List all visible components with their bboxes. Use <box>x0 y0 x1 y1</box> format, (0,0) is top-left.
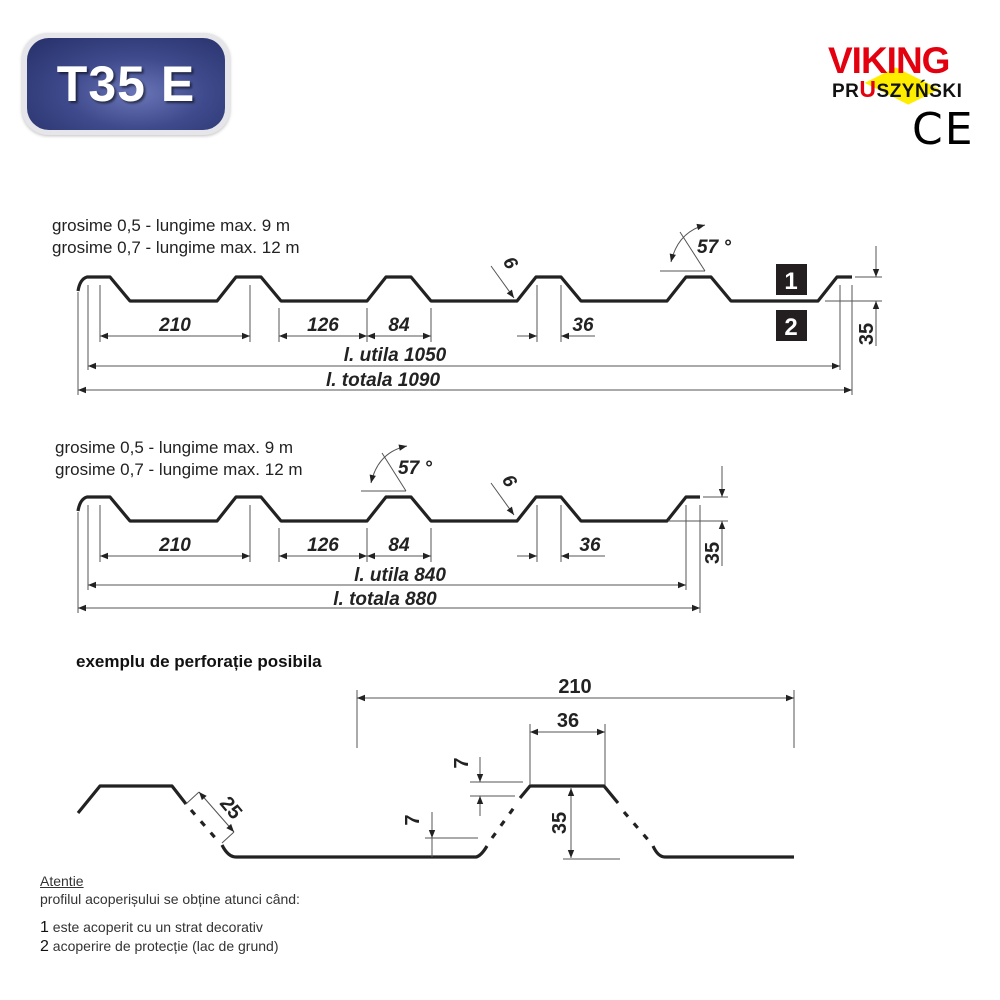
profile-2: grosime 0,5 - lungime max. 9 m grosime 0… <box>55 438 728 613</box>
note-item-text: acoperire de protecție (lac de grund) <box>52 938 279 954</box>
profile-1-info-1: grosime 0,5 - lungime max. 9 m <box>52 216 290 235</box>
dim-base: 84 <box>388 535 410 556</box>
dim-pitch: 210 <box>158 535 191 556</box>
dim-valley: 126 <box>307 315 339 336</box>
perf-dim-offset-top: 7 <box>451 757 473 768</box>
dim-base: 84 <box>388 315 410 336</box>
profile-2-info-2: grosime 0,7 - lungime max. 12 m <box>55 460 303 479</box>
perf-dim-pitch: 210 <box>558 676 591 698</box>
layer-1-label: 1 <box>784 268 797 295</box>
total-width: l. totala 880 <box>333 589 437 610</box>
note-item-num: 1 <box>40 919 49 936</box>
total-width: l. totala 1090 <box>326 370 440 391</box>
product-badge: T35 E <box>22 33 230 135</box>
logo-sub-b: SZYŃSKI <box>876 81 963 102</box>
note-heading: Atentie <box>40 873 84 889</box>
ce-mark: CE <box>912 104 975 155</box>
dim-angle: 57 ° <box>398 458 432 479</box>
layer-1-marker: 1 <box>776 264 807 295</box>
dim-pitch: 210 <box>158 315 191 336</box>
perforation-title: exemplu de perforație posibila <box>76 652 322 671</box>
dim-height: 35 <box>856 323 878 345</box>
profile-2-info-1: grosime 0,5 - lungime max. 9 m <box>55 438 293 457</box>
logo-sub-a: PR <box>832 81 860 102</box>
profile-1-shape <box>76 275 852 303</box>
viking-pruszynski-logo: VIKING PRUSZYŃSKI <box>826 40 976 110</box>
dim-top: 36 <box>572 315 594 336</box>
logo-brand: VIKING <box>828 40 950 81</box>
useful-width: l. utila 840 <box>354 565 446 586</box>
dim-radius: 6 <box>497 471 521 491</box>
perf-dim-slope: 25 <box>215 793 246 824</box>
note-item-text: este acoperit cu un strat decorativ <box>52 919 263 935</box>
dim-top: 36 <box>579 535 601 556</box>
useful-width: l. utila 1050 <box>344 345 447 366</box>
layer-2-marker: 2 <box>776 310 807 341</box>
note-item: 1 este acoperit cu un strat decorativ <box>40 918 300 937</box>
perforation-example: exemplu de perforație posibila 210 36 25… <box>76 652 795 860</box>
perf-dim-offset-bottom: 7 <box>402 814 424 825</box>
note-item: 2 acoperire de protecție (lac de grund) <box>40 937 300 956</box>
profile-2-shape <box>76 495 700 523</box>
dim-angle: 57 ° <box>697 237 731 258</box>
note-item-num: 2 <box>40 938 49 955</box>
attention-note: Atentie profilul acoperișului se obține … <box>40 872 300 956</box>
logo-sub-u: U <box>859 76 877 102</box>
dim-radius: 6 <box>498 253 522 273</box>
perf-dim-top: 36 <box>557 710 579 732</box>
note-intro: profilul acoperișului se obține atunci c… <box>40 891 300 907</box>
dim-valley: 126 <box>307 535 339 556</box>
logo-subbrand: PRUSZYŃSKI <box>832 76 962 103</box>
profile-1-info-2: grosime 0,7 - lungime max. 12 m <box>52 238 300 257</box>
perf-dim-height: 35 <box>549 812 571 834</box>
product-code: T35 E <box>56 56 196 112</box>
layer-2-label: 2 <box>784 314 797 341</box>
dim-height: 35 <box>702 542 724 564</box>
profile-1: grosime 0,5 - lungime max. 9 m grosime 0… <box>52 216 882 395</box>
